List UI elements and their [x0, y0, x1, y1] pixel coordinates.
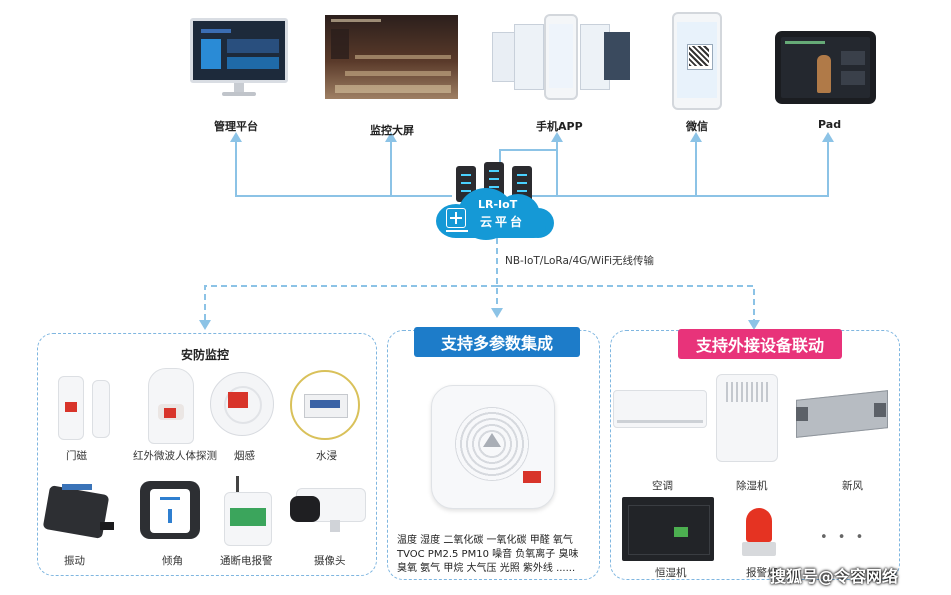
multi-param-banner: 支持多参数集成 [414, 327, 580, 357]
management-platform-label: 管理平台 [214, 120, 258, 133]
door-sensor-label: 门磁 [66, 450, 87, 462]
vibration-label: 振动 [64, 555, 85, 567]
arrow-left-panel [199, 320, 211, 330]
alarm-light-image [742, 508, 776, 560]
network-icon [446, 208, 466, 228]
param-line-3: 臭氧 氨气 甲烷 大气压 光照 紫外线 ...... [397, 563, 576, 574]
fresh-air-image [796, 389, 888, 445]
pad-label: Pad [818, 118, 842, 131]
tilt-image [140, 475, 202, 547]
power-cut-alarm-label: 通断电报警 [220, 555, 273, 567]
security-title: 安防监控 [181, 348, 230, 362]
air-conditioner-image [613, 390, 709, 436]
arrow-monitor-wall [385, 132, 397, 142]
humidistat-image [622, 497, 714, 563]
monitor-wall-image [325, 15, 458, 99]
monitor-wall-label: 监控大屏 [370, 124, 414, 137]
line-to-pad [696, 141, 829, 197]
fresh-air-label: 新风 [842, 480, 863, 492]
arrow-pad [822, 132, 834, 142]
dehumidifier-label: 除湿机 [736, 480, 768, 492]
pir-detector-label: 红外微波人体探测 [133, 450, 217, 462]
smoke-detector-label: 烟感 [234, 450, 255, 462]
arrow-wechat [690, 132, 702, 142]
smoke-detector-image [210, 372, 274, 440]
param-line-1: 温度 湿度 二氧化碳 一氧化碳 甲醛 氧气 [397, 535, 573, 546]
param-line-2: TVOC PM2.5 PM10 噪音 负氧离子 臭味 [397, 549, 579, 560]
multi-sensor-device-image [431, 385, 555, 509]
security-panel [37, 333, 377, 576]
mobile-app-label: 手机APP [536, 120, 583, 133]
linkage-banner: 支持外接设备联动 [678, 329, 842, 359]
dehumidifier-image [716, 374, 780, 464]
mobile-app-image [492, 14, 632, 100]
alarm-light-label: 报警灯 [746, 567, 778, 579]
power-cut-alarm-image [224, 476, 274, 548]
cloud-platform: LR-IoT 云平台 [430, 160, 560, 242]
pir-detector-image [148, 368, 196, 444]
humidistat-label: 恒湿机 [655, 567, 687, 579]
camera-image [290, 488, 368, 532]
more-indicator: • • • [820, 530, 867, 545]
water-leak-label: 水浸 [316, 450, 337, 462]
camera-label: 摄像头 [314, 555, 346, 567]
management-platform-image [190, 18, 288, 98]
dashed-right [497, 285, 755, 322]
water-leak-image [290, 370, 362, 440]
cloud-subtitle: 云平台 [480, 215, 526, 229]
wechat-image [672, 12, 722, 110]
pad-image [775, 31, 876, 104]
vibration-image [42, 482, 120, 544]
line-to-mobile [499, 141, 558, 172]
air-conditioner-label: 空调 [652, 480, 673, 492]
arrow-mobile [551, 132, 563, 142]
wechat-label: 微信 [686, 120, 708, 133]
cloud-title: LR-IoT [478, 198, 518, 211]
arrow-management [230, 132, 242, 142]
dashed-left [204, 285, 497, 322]
arrow-center-panel [491, 308, 503, 318]
watermark: 搜狐号@令容网络 [770, 567, 899, 586]
door-sensor-image [58, 372, 116, 444]
line-to-management [235, 141, 452, 197]
transport-label: NB-IoT/LoRa/4G/WiFi无线传输 [505, 255, 655, 267]
arrow-right-panel [748, 320, 760, 330]
tilt-label: 倾角 [162, 555, 183, 567]
